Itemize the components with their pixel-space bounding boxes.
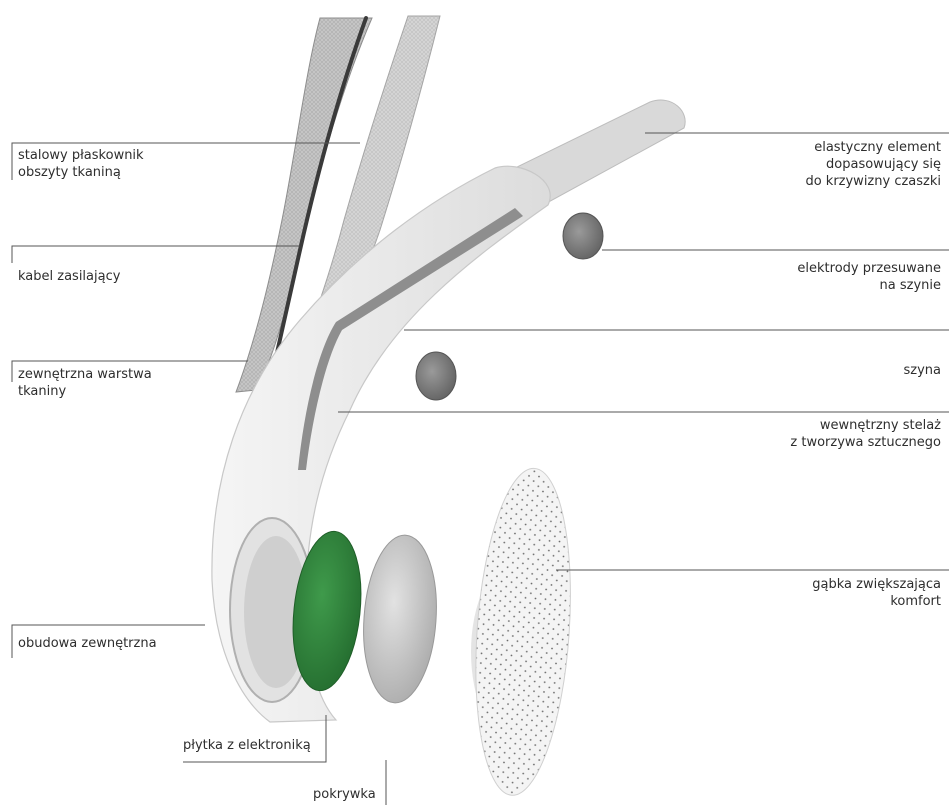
label-inner-frame: wewnętrzny stelaż z tworzywa sztucznego [790, 417, 941, 451]
sponge-shape [466, 465, 581, 798]
label-cover: pokrywka [313, 786, 376, 803]
label-sliding-electrodes: elektrody przesuwane na szynie [797, 260, 941, 294]
electrode-lower-shape [416, 352, 456, 400]
label-steel-band: stalowy płaskownik obszyty tkaniną [18, 147, 144, 181]
leader-power-cable [12, 246, 300, 263]
label-rail: szyna [904, 362, 942, 379]
label-comfort-sponge: gąbka zwiększająca komfort [812, 576, 941, 610]
cover-shape [358, 533, 442, 706]
label-outer-housing: obudowa zewnętrzna [18, 635, 157, 652]
label-flex-element: elastyczny element dopasowujący się do k… [805, 139, 941, 190]
electrode-upper-shape [563, 213, 603, 259]
label-power-cable: kabel zasilający [18, 268, 120, 285]
label-electronics-board: płytka z elektroniką [183, 737, 311, 754]
label-outer-fabric: zewnętrzna warstwa tkaniny [18, 366, 152, 400]
